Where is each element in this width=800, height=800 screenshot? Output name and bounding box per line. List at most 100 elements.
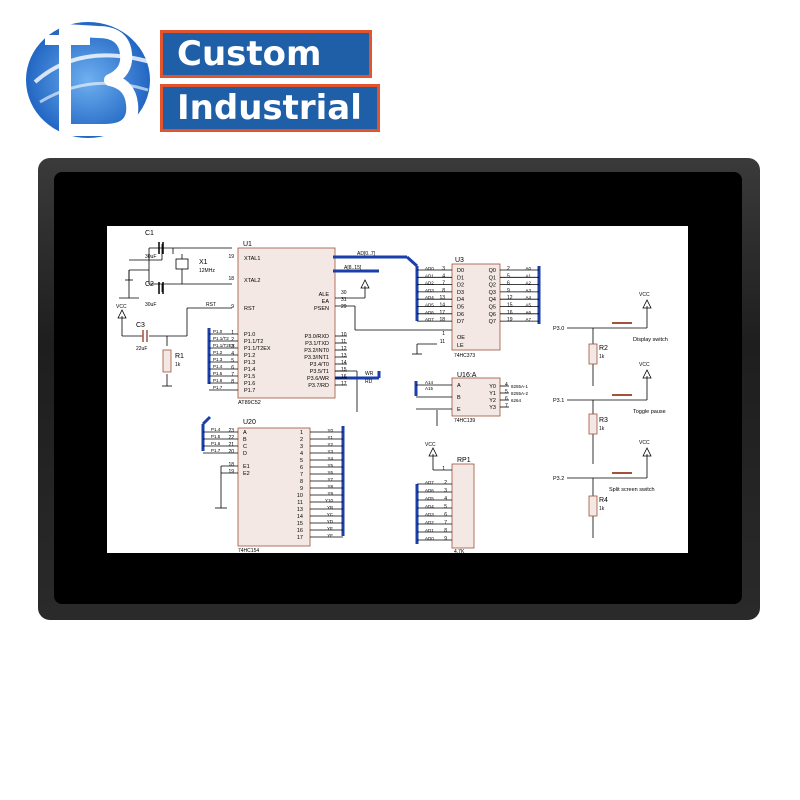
mcu-p1-net: P1.3 (213, 357, 223, 362)
decoder4-in-num: 21 (228, 442, 234, 448)
decoder4-in-pin: C (243, 444, 247, 450)
latch-out-num: 5 (507, 273, 510, 279)
decoder-74hc154-body (237, 427, 311, 547)
mcu-pin-num: 5 (231, 358, 234, 364)
latch-out-pin: Q2 (489, 283, 496, 289)
vcc-symbol-c3 (117, 309, 127, 319)
decoder4-out-num: 7 (300, 472, 303, 478)
mcu-p1-net: P1.1/T2 (213, 336, 229, 341)
decoder4-out-num: 4 (300, 451, 303, 457)
mcu-pin-name: XTAL2 (244, 278, 260, 284)
decoder4-out-net: YD (327, 519, 334, 524)
mcu-pin-name: EA (322, 299, 330, 305)
mcu-pin-num: 19 (228, 254, 234, 260)
brand-title-line1: Custom (160, 30, 372, 78)
latch-oe-num: 1 (442, 331, 445, 337)
latch-in-num: 18 (439, 317, 445, 323)
switch-r-ref: R2 (599, 345, 608, 352)
mcu-pin-num: 9 (231, 304, 234, 310)
mcu-pin-name: P3.6/WR (307, 376, 329, 382)
latch-in-pin: D7 (457, 319, 464, 325)
decoder4-out-num: 8 (300, 479, 303, 485)
rpack-net: AD3 (425, 512, 434, 517)
decoder4-out-num: 9 (300, 486, 303, 492)
decoder4-out-num: 10 (297, 493, 303, 499)
latch-out-pin: Q4 (489, 297, 496, 303)
cap-c2-ref: C2 (145, 281, 154, 288)
decoder2-out-net: 8255A-1 (511, 384, 529, 389)
decoder4-out-net: Y4 (327, 456, 333, 461)
decoder4-out-num: 14 (297, 514, 303, 520)
mcu-pin-name: P3.3/INT1 (304, 355, 329, 361)
vcc-label-rp: VCC (425, 442, 436, 448)
rpack-net: AD5 (425, 496, 434, 501)
mcu-pin-num: 1 (231, 330, 234, 336)
latch-in-net: AD3 (425, 288, 434, 293)
latch-out-net: A2 (525, 281, 531, 286)
switch-vcc-label: VCC (639, 362, 650, 368)
brand-title-line2: Industrial (160, 84, 380, 132)
latch-in-pin: D0 (457, 268, 464, 274)
latch-in-num: 14 (439, 303, 445, 309)
decoder4-out-num: 13 (297, 507, 303, 513)
decoder4-out-num: 3 (300, 444, 303, 450)
rpack-com-num: 1 (442, 466, 445, 472)
rpack-net: AD4 (425, 504, 434, 509)
r1-ref: R1 (175, 353, 184, 360)
decoder4-in-pin: E1 (243, 464, 250, 470)
rpack-num: 5 (444, 504, 447, 510)
latch-out-net: A4 (525, 295, 531, 300)
latch-in-pin: D3 (457, 290, 464, 296)
decoder4-in-pin: B (243, 437, 247, 443)
latch-out-net: A6 (525, 310, 531, 315)
decoder4-in-pin: D (243, 451, 247, 457)
latch-out-net: A0 (525, 266, 531, 271)
decoder4-in-num: 22 (228, 435, 234, 441)
decoder2-out-pin: Y3 (489, 405, 496, 411)
latch-out-num: 2 (507, 266, 510, 272)
rpack-net: AD1 (425, 528, 434, 533)
mcu-pin-name: P1.7 (244, 388, 255, 394)
mcu-pin-num: 12 (341, 346, 347, 352)
decoder2-in-pin: E (457, 407, 461, 413)
letter-b-globe-icon (26, 22, 151, 138)
latch-in-net: AD1 (425, 273, 434, 278)
mcu-pin-num: 18 (228, 276, 234, 282)
rpack-net: AD2 (425, 520, 434, 525)
decoder2-out-num: 6 (505, 396, 508, 402)
decoder4-out-net: Y6 (327, 470, 333, 475)
decoder4-in-pin: E2 (243, 471, 250, 477)
rpack-num: 6 (444, 512, 447, 518)
decoder4-in-net: P1.5 (211, 434, 221, 439)
decoder4-out-num: 11 (297, 500, 303, 506)
latch-out-num: 19 (507, 317, 513, 323)
decoder2-ref: U16:A (457, 372, 477, 379)
rpack-ref: RP1 (457, 457, 471, 464)
decoder4-out-num: 2 (300, 437, 303, 443)
net-label-rst: RST (206, 302, 216, 308)
decoder4-out-net: YE (327, 526, 333, 531)
mcu-p1-net: P1.6 (213, 378, 223, 383)
rpack-value: 4.7K (454, 549, 465, 553)
latch-le: LE (457, 343, 464, 349)
decoder2-out-pin: Y1 (489, 391, 496, 397)
mcu-pin-num: 8 (231, 379, 234, 385)
switch-r-value: 1k (599, 354, 605, 360)
latch-in-pin: D2 (457, 283, 464, 289)
resistor-pack-rp1 (451, 463, 475, 549)
latch-in-net: AD0 (425, 266, 434, 271)
mcu-pin-num: 3 (231, 344, 234, 350)
cap-c1-ref: C1 (145, 230, 154, 237)
mcu-p1-net: P1.1/T2EX (213, 343, 235, 348)
switch-label: Toggle pause (633, 409, 666, 415)
mcu-pin-num: 11 (341, 339, 346, 345)
latch-74hc373-body (451, 263, 501, 351)
cap-c3-ref: C3 (136, 322, 145, 329)
decoder4-in-net: P1.4 (211, 427, 221, 432)
decoder2-out-num: 5 (505, 389, 508, 395)
rpack-net: AD0 (425, 536, 434, 541)
decoder4-in-net: P1.6 (211, 441, 221, 446)
switch-r-value: 1k (599, 506, 605, 512)
latch-out-num: 16 (507, 310, 513, 316)
latch-in-num: 13 (439, 295, 445, 301)
